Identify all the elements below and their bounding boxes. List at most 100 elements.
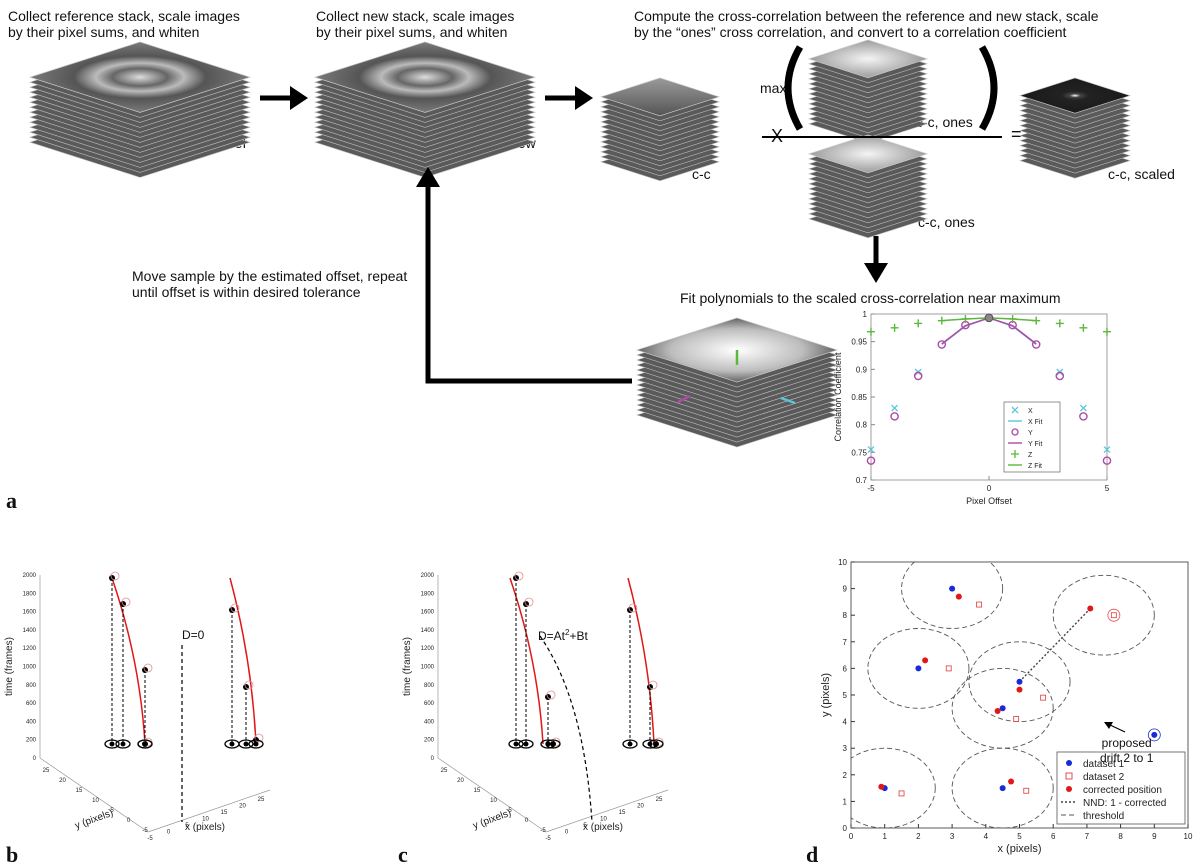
- y-tick-label: 10: [92, 798, 99, 804]
- x-tick-label: 5: [583, 823, 587, 829]
- panel-label-d: d: [806, 842, 819, 867]
- d-legend-marker: [1065, 772, 1073, 780]
- trajectory-2-fit: [627, 577, 655, 745]
- d-y-tick-label: 2: [843, 771, 848, 780]
- step-cc-line2: by the “ones” cross correlation, and con…: [634, 24, 1067, 40]
- feedback-loop-arrow: [425, 185, 632, 384]
- corr-point-y: [866, 456, 876, 465]
- corr-point-y: [890, 412, 899, 421]
- trajectory-point-fit: [121, 597, 131, 607]
- z-tick-label: 1800: [421, 591, 435, 597]
- d-x-tick-label: 6: [1051, 832, 1056, 841]
- trajectory-1-fit: [111, 577, 146, 745]
- projection-point: [653, 741, 659, 747]
- y-axis: [39, 757, 149, 833]
- corr-x-axis-label: Pixel Offset: [966, 496, 1012, 506]
- trajectory-point-fit: [230, 603, 240, 613]
- z-tick-label: 400: [26, 719, 37, 725]
- corr-point-y: [1079, 412, 1088, 421]
- d-legend-label: dataset 2: [1083, 772, 1125, 783]
- trajectory-point-fit: [546, 690, 556, 700]
- threshold-circle: [951, 747, 1054, 828]
- stack-cc-top: [600, 77, 720, 117]
- flow-arrows: [260, 45, 1002, 384]
- x-tick-label: 5: [185, 823, 189, 829]
- panel-label-b: b: [6, 842, 19, 867]
- trajectory-point-fit: [524, 597, 534, 607]
- step-move-line2: until offset is within desired tolerance: [132, 284, 361, 300]
- step-ref-line2: by their pixel sums, and whiten: [8, 24, 200, 40]
- z-tick-label: 0: [33, 756, 37, 762]
- dataset1-point: [999, 705, 1006, 712]
- corrected-point: [922, 657, 929, 664]
- x-fit-marker: [780, 396, 796, 405]
- z-tick-label: 800: [26, 683, 37, 689]
- d-x-tick-label: 5: [1017, 832, 1022, 841]
- x-axis-label: x (pixels): [185, 822, 225, 833]
- z-axis-label: time (frames): [402, 637, 413, 696]
- corrected-point: [878, 783, 885, 790]
- d-y-tick-label: 7: [843, 638, 848, 647]
- z-tick-label: 1000: [421, 665, 435, 671]
- z-tick-label: 600: [424, 701, 435, 707]
- equals-symbol: =: [1011, 124, 1022, 144]
- trajectory-1-fit: [509, 577, 544, 745]
- corr-legend-plus: [1011, 450, 1019, 458]
- d-x-tick-label: 9: [1152, 832, 1157, 841]
- dataset1-point: [1016, 678, 1023, 685]
- trajectory-point-fit: [244, 680, 254, 690]
- trajectory-point-fit: [514, 571, 524, 581]
- z-tick-label: 1200: [421, 646, 435, 652]
- unmatched-ring: [1107, 608, 1121, 622]
- y-tick-label: -5: [142, 828, 148, 834]
- panel-d-annotation: proposed drift 2 to 1: [1100, 736, 1153, 766]
- z-tick-label: 2000: [421, 573, 435, 579]
- d-y-tick-label: 4: [843, 718, 848, 727]
- corrected-point: [955, 593, 962, 600]
- d-x-tick-label: 8: [1118, 832, 1123, 841]
- drift-curve: [539, 635, 593, 823]
- projection-point: [513, 741, 519, 747]
- trajectory-2-fit: [229, 577, 257, 745]
- d-x-tick-label: 7: [1085, 832, 1090, 841]
- corr-x-tick-label: -5: [867, 484, 875, 493]
- stack-ones-bottom-top: [808, 134, 928, 174]
- corr-legend-label: Y Fit: [1028, 441, 1042, 448]
- y-axis-label: y (pixels): [471, 808, 512, 832]
- corr-chart-frame: [870, 313, 1108, 481]
- corr-y-tick-label: 0.7: [856, 476, 868, 485]
- step-cc-text: Compute the cross-correlation between th…: [634, 8, 1099, 40]
- corr-peak-point: [984, 313, 994, 323]
- arrow-ref-to-new-head: [290, 86, 308, 110]
- projection-ellipse: [518, 739, 534, 749]
- d-legend-label: NND: 1 - corrected: [1083, 798, 1166, 809]
- d-y-axis-label: y (pixels): [820, 673, 832, 717]
- stack-ref: [29, 41, 251, 178]
- projection-ellipse: [648, 739, 664, 749]
- x-axis: [545, 789, 669, 833]
- corrected-point: [1016, 686, 1023, 693]
- step-new-text: Collect new stack, scale images by their…: [316, 8, 514, 40]
- d-legend-label: threshold: [1083, 811, 1124, 822]
- arrow-down-to-fit-head: [864, 263, 888, 283]
- corr-point-x: [1079, 404, 1087, 412]
- projection-point: [243, 741, 249, 747]
- z-tick-label: 1400: [23, 628, 37, 634]
- projection-point: [109, 741, 115, 747]
- projection-point: [120, 741, 126, 747]
- corr-point-z: [1079, 323, 1088, 332]
- z-tick-label: 1400: [421, 628, 435, 634]
- x-tick-label: 0: [167, 830, 171, 836]
- step-move-line1: Move sample by the estimated offset, rep…: [132, 268, 408, 284]
- corrected-point: [1008, 778, 1015, 785]
- dataset1-point: [999, 785, 1006, 792]
- d-x-tick-label: 2: [916, 832, 921, 841]
- corr-point-z: [890, 323, 899, 332]
- corr-y-tick-label: 0.8: [856, 421, 868, 430]
- projection-point: [523, 741, 529, 747]
- corr-y-tick-label: 0.75: [851, 448, 867, 457]
- stack-cc-label: c-c: [692, 166, 711, 182]
- projection-point: [627, 741, 633, 747]
